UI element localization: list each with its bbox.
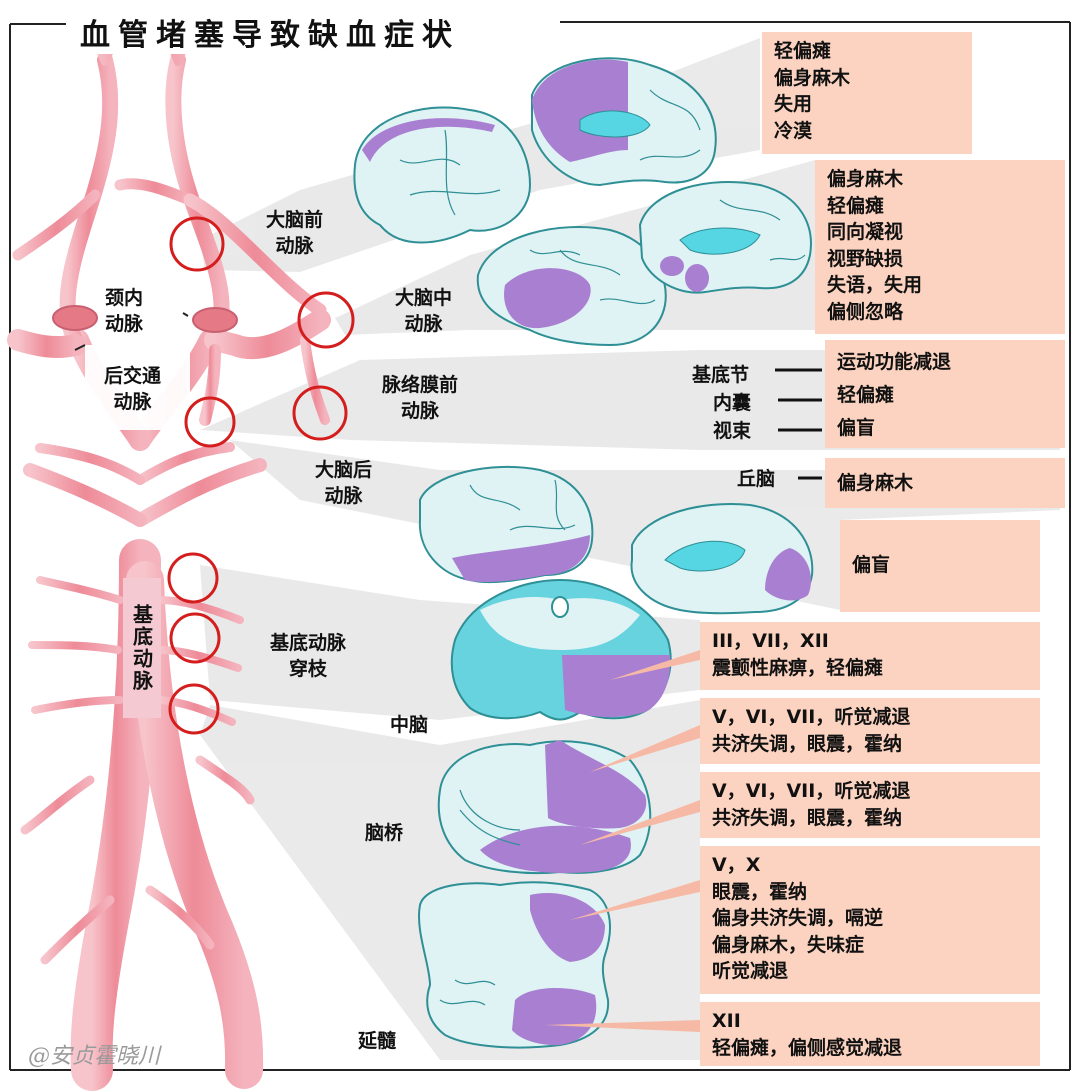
pons-section [437, 725, 700, 875]
brain-aca-lateral [353, 106, 532, 244]
label-thalamus: 丘脑 [737, 468, 776, 490]
label-internal-carotid: 颈内动脉 [105, 287, 144, 335]
occlusion-circle-perforator-1 [167, 552, 219, 604]
pcomm-tick [74, 344, 86, 351]
symptom-box-achoroidal: 运动功能减退轻偏瘫 偏盲 [825, 340, 1065, 448]
label-basilar-artery: 基底动脉 [123, 578, 161, 718]
occlusion-circle-perforator-3 [168, 683, 220, 735]
carotid-tick [182, 312, 189, 317]
label-optic-tract: 视束 [713, 420, 752, 442]
symptom-box-pons-upper: V，VI，VII，听觉减退共济失调，眼震，霍纳 [700, 698, 1040, 764]
label-posterior-communicating: 后交通动脉 [104, 365, 162, 413]
carotid-stump-left [52, 305, 98, 331]
diagram-title: 血管堵塞导致缺血症状 [70, 10, 470, 54]
label-basal-ganglia: 基底节 [692, 364, 750, 386]
label-anterior-cerebral: 大脑前动脉 [266, 209, 324, 257]
occlusion-circle-aca [169, 216, 225, 272]
frame [9, 21, 1071, 1071]
label-medulla: 延髓 [358, 1030, 397, 1052]
watermark: @安贞霍晓川 [28, 1044, 161, 1069]
symptom-box-aca: 轻偏瘫偏身麻木 失用冷漠 [762, 32, 972, 154]
midbrain-section [450, 578, 700, 721]
symptom-box-pca: 偏盲 [840, 520, 1040, 612]
label-patch-carotid [100, 270, 185, 340]
occlusion-circle-mca [297, 291, 355, 349]
symptom-box-mca: 偏身麻木轻偏瘫 同向凝视视野缺损 失语，失用偏侧忽略 [815, 160, 1065, 334]
carotid-stump-right [192, 307, 238, 333]
leader-lines [775, 368, 822, 480]
label-anterior-choroidal: 脉络膜前动脉 [382, 374, 459, 422]
artery-tree [7, 26, 331, 1091]
occlusion-circle-achoroidal [292, 385, 348, 441]
occlusion-circle-perforator-2 [169, 612, 221, 664]
label-middle-cerebral: 大脑中动脉 [395, 287, 453, 335]
brain-aca-medial [531, 57, 717, 187]
label-basilar-perforators: 基底动脉穿枝 [270, 632, 347, 680]
symptom-box-pons-lower: V，VI，VII，听觉减退共济失调，眼震，霍纳 [700, 772, 1040, 838]
label-internal-capsule: 内囊 [713, 392, 752, 414]
medulla-section [418, 880, 700, 1049]
label-midbrain: 中脑 [390, 714, 429, 736]
occlusion-circle-pcomm [184, 396, 236, 448]
brain-mca-lateral [476, 226, 667, 347]
label-pons: 脑桥 [365, 822, 404, 844]
occlusion-circles [167, 216, 355, 735]
brain-mca-medial [638, 181, 812, 294]
label-posterior-cerebral: 大脑后动脉 [315, 459, 373, 507]
brain-pca-lateral [418, 465, 594, 584]
symptom-box-thalamus: 偏身麻木 [825, 458, 1065, 508]
label-patch-pcomm [85, 345, 190, 430]
brain-pca-medial [630, 503, 814, 615]
